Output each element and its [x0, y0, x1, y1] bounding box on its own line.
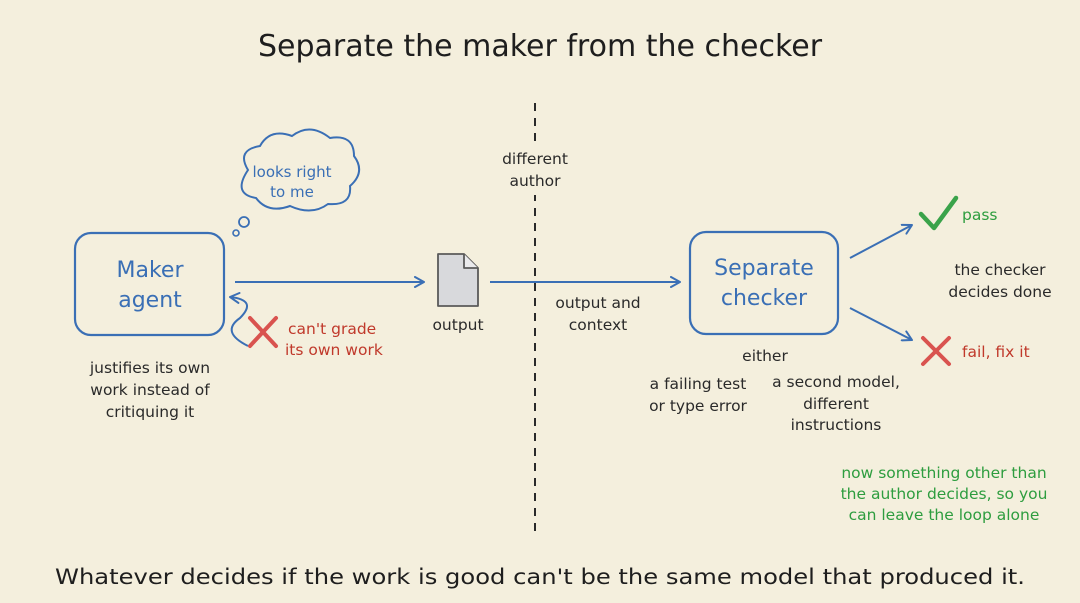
fail-arrow [849, 307, 913, 342]
handoff-label-line2: context [569, 316, 627, 334]
divider-label-backdrop [490, 145, 580, 195]
page-title: Separate the maker from the checker [258, 29, 823, 64]
fail-label: fail, fix it [962, 343, 1030, 361]
fail-x-icon [921, 336, 951, 366]
handoff-label-line1: output and [555, 294, 640, 312]
bottom-caption: Whatever decides if the work is good can… [55, 565, 1025, 589]
option2-line2: different [803, 395, 869, 413]
option2-line3: instructions [791, 416, 882, 434]
self-grade-line1: can't grade [288, 320, 376, 338]
checker-label-line2: checker [721, 286, 808, 311]
self-grade-x-icon [248, 316, 278, 348]
thought-bubble [232, 128, 361, 237]
checker-box [688, 230, 840, 336]
footnote-line2: the author decides, so you [841, 485, 1048, 503]
output-label: output [432, 316, 483, 334]
footnote-line3: can leave the loop alone [849, 506, 1040, 524]
document-icon [437, 253, 479, 307]
maker-note-line2: work instead of [90, 381, 210, 399]
pass-check-icon [918, 195, 959, 231]
checker-label-line1: Separate [714, 256, 814, 281]
maker-note-line1: justifies its own [89, 359, 210, 377]
option2-line1: a second model, [772, 373, 900, 391]
maker-label-line1: Maker [117, 258, 185, 283]
decides-line1: the checker [954, 261, 1046, 279]
maker-label-line2: agent [118, 288, 182, 313]
pass-label: pass [962, 206, 998, 224]
maker-note-line3: critiquing it [106, 403, 195, 421]
divider-label-line1: different [502, 150, 568, 168]
decides-line2: decides done [948, 283, 1051, 301]
option1-line2: or type error [649, 397, 747, 415]
divider-label-line2: author [509, 172, 561, 190]
footnote-line1: now something other than [841, 464, 1046, 482]
maker-agent-box [73, 231, 226, 337]
thought-line2: to me [270, 183, 314, 201]
either-label: either [742, 347, 788, 365]
thought-line1: looks right [252, 163, 331, 181]
self-grade-line2: its own work [285, 341, 383, 359]
option1-line1: a failing test [650, 375, 747, 393]
self-grade-arrow [229, 291, 249, 347]
pass-arrow [849, 223, 913, 259]
